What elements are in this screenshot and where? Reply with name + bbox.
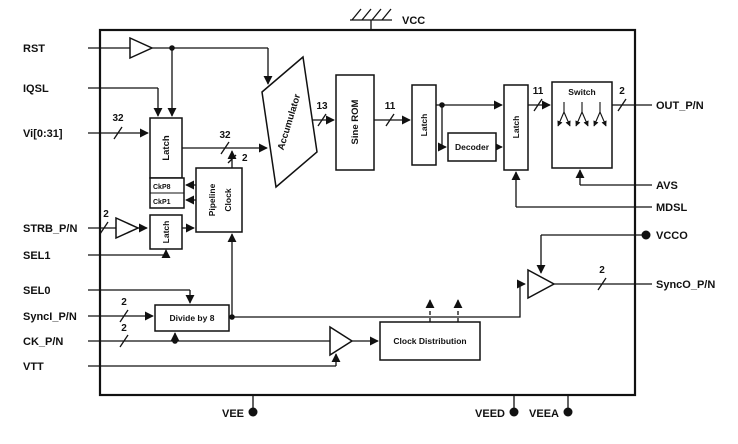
accumulator-block	[261, 55, 318, 189]
chip-outline	[98, 28, 637, 397]
sine-rom-label: Sine ROM	[350, 99, 361, 144]
veed-terminal	[509, 407, 519, 417]
pin-veea: VEEA	[529, 408, 559, 420]
output-latch-block	[503, 84, 529, 171]
ckp1-label: CkP1	[153, 199, 171, 206]
strb-buffer	[115, 216, 140, 240]
pin-synco: SyncO_P/N	[656, 279, 715, 291]
pipeline-clock-label-1: Pipeline	[207, 183, 217, 216]
divide-by-8-block	[154, 304, 230, 332]
clock-distribution-block	[379, 321, 481, 361]
pin-vi: Vi[0:31]	[23, 128, 63, 140]
veea-terminal	[563, 407, 573, 417]
rom-latch-block	[411, 84, 437, 166]
pin-sel1: SEL1	[23, 250, 51, 262]
pin-vee: VEE	[222, 408, 244, 420]
vcco-terminal	[641, 230, 651, 240]
bus-width-latch: 11	[385, 101, 396, 112]
decoder-label: Decoder	[455, 142, 490, 152]
bus-slash-marks	[99, 98, 627, 348]
bus-width-pipeline: 2	[242, 153, 248, 164]
clock-distribution-label: Clock Distribution	[393, 336, 466, 346]
vcc-rail-icon	[350, 8, 392, 21]
pin-strb: STRB_P/N	[23, 223, 77, 235]
strobe-latch-block	[149, 214, 183, 250]
pin-ck: CK_P/N	[23, 336, 63, 348]
divide-by-8-label: Divide by 8	[170, 313, 215, 323]
wires	[88, 20, 652, 408]
switch-label: Switch	[568, 87, 595, 97]
bus-width-rom: 13	[316, 101, 328, 112]
bus-width-strb: 2	[103, 209, 109, 220]
junction-dots	[169, 45, 445, 344]
switch-transistor-icons	[557, 102, 607, 127]
bus-width-acc: 32	[219, 130, 231, 141]
pin-synci: SyncI_P/N	[23, 311, 77, 323]
bus-width-ck: 2	[121, 323, 127, 334]
strobe-latch-label: Latch	[161, 221, 171, 244]
pin-mdsl: MDSL	[656, 202, 687, 214]
sync-output-buffer	[527, 268, 556, 300]
bus-width-vi: 32	[112, 113, 124, 124]
pin-avs: AVS	[656, 180, 678, 192]
bus-width-switch: 11	[533, 86, 544, 97]
input-latch-label: Latch	[161, 135, 172, 161]
pin-out: OUT_P/N	[656, 100, 704, 112]
bus-width-synci: 2	[121, 297, 127, 308]
pin-rst: RST	[23, 43, 45, 55]
ckp8-label: CkP8	[153, 184, 171, 191]
decoder-block	[447, 132, 497, 162]
rst-buffer	[129, 36, 154, 60]
pipeline-clock-label-2: Clock	[223, 188, 233, 211]
pin-sel0: SEL0	[23, 285, 51, 297]
vee-terminal	[248, 407, 258, 417]
pin-vtt: VTT	[23, 361, 44, 373]
pin-veed: VEED	[475, 408, 505, 420]
input-latch-block	[149, 117, 183, 179]
pin-vcco: VCCO	[656, 230, 688, 242]
rom-latch-label: Latch	[419, 114, 429, 137]
bus-width-synco: 2	[599, 265, 605, 276]
sine-rom-block	[335, 74, 375, 171]
pin-iqsl: IQSL	[23, 83, 49, 95]
output-latch-label: Latch	[511, 116, 521, 139]
bus-width-out: 2	[619, 86, 625, 97]
ck-buffer	[329, 325, 354, 357]
pipeline-clock-block	[195, 167, 243, 233]
pin-vcc: VCC	[402, 15, 425, 27]
